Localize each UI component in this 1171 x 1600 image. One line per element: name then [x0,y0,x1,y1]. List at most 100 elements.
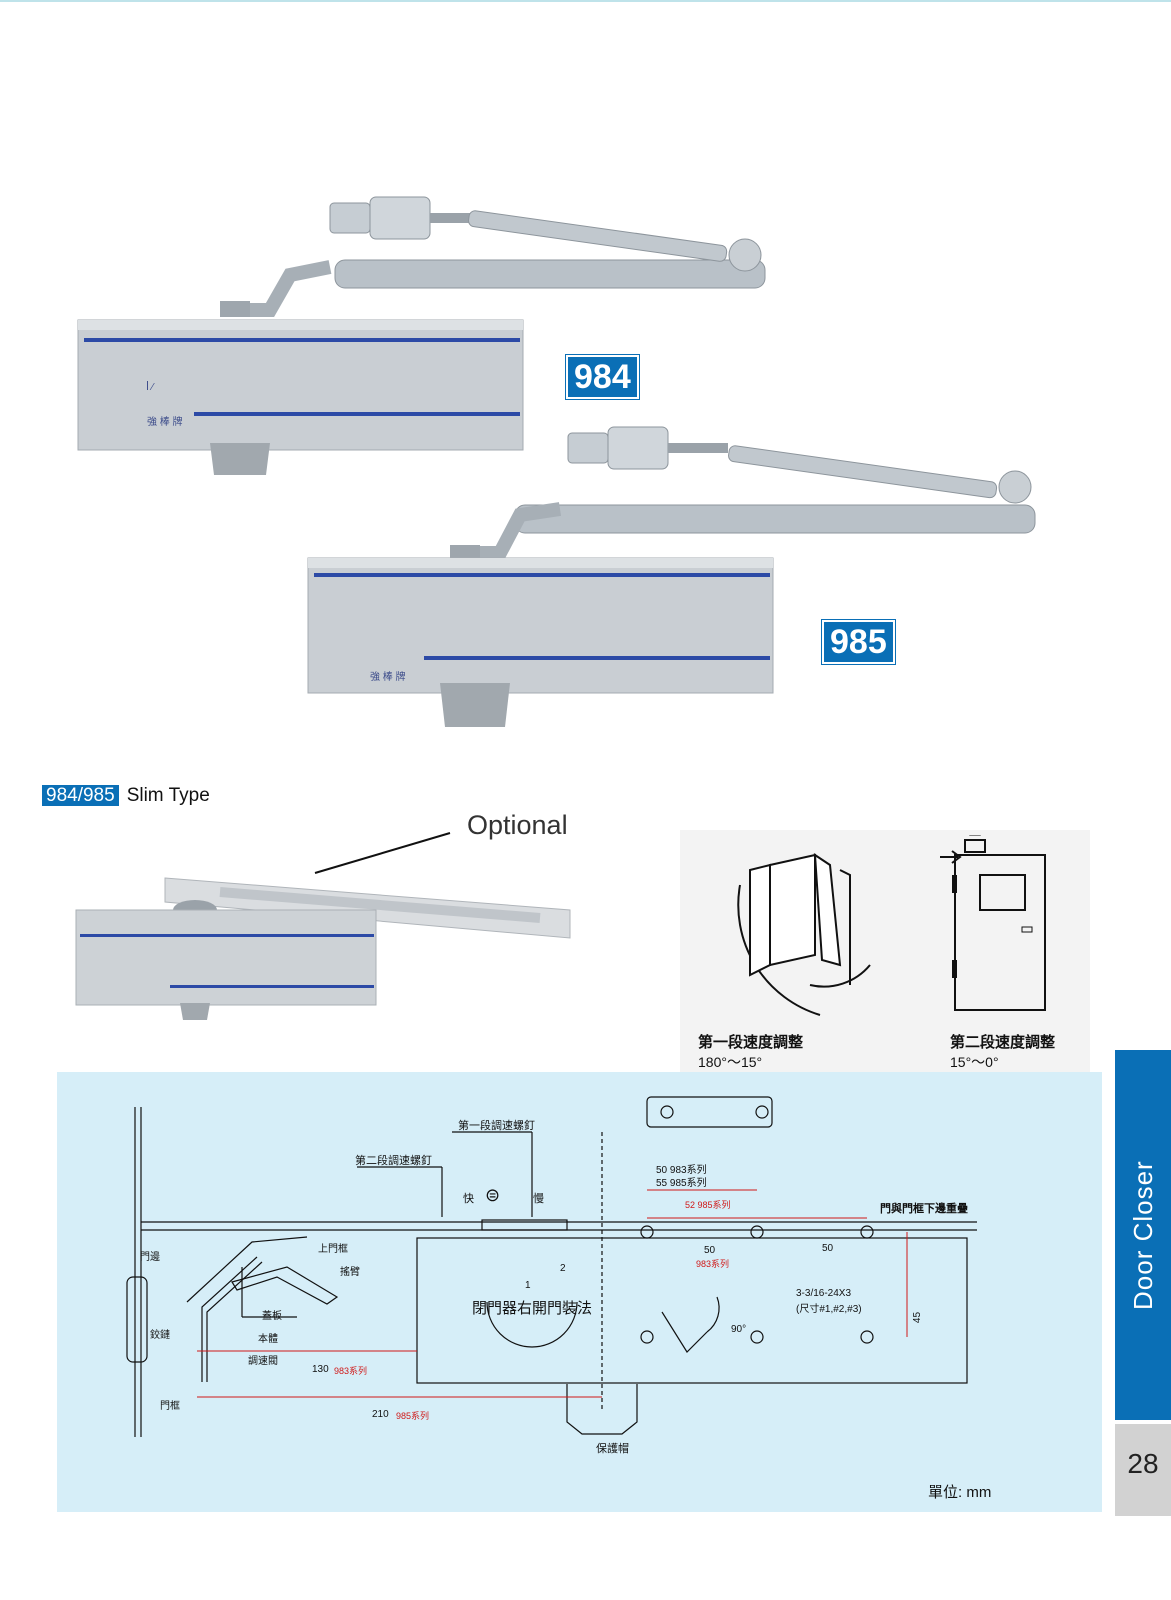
hinge-top-icon [952,875,957,893]
overlap-label: 門與門框下邊重疊 [880,1203,968,1215]
second-screw-label: 第二段調速螺釘 [355,1155,432,1167]
mount-hole [860,1330,874,1344]
slim-type-label: Slim Type [126,785,210,806]
section-side-tab-label: Door Closer [1128,1160,1158,1310]
closer-985-stripe-bottom [424,656,770,660]
mount-hole [640,1330,654,1344]
dim-52-985-label: 52 985系列 [685,1200,731,1210]
door-panel-right [813,853,842,967]
dim-50-983-label: 50 983系列 [656,1165,707,1176]
closer-984-rod [468,210,728,262]
slim-slide-arm [219,887,541,923]
mini-closer-shape [231,1266,339,1305]
dim-45-label: 45 [912,1311,924,1324]
second-speed-range: 15°～0° [950,1054,999,1070]
top-bracket-shape [646,1096,773,1128]
speed-adjust-diagram [737,835,1046,1016]
num-1-label: 1 [525,1280,531,1291]
screw-spec-label: 3-3/16-24X3 [796,1288,852,1299]
closer-984-valve-cap [210,443,270,475]
first-speed-range: 180°～15° [698,1054,763,1070]
slim-type-tag: 984/985 [42,785,119,806]
closer-985-bracket [567,432,609,464]
closer-985-valve-cap [440,683,510,727]
door-handle-icon [1021,926,1033,933]
upper-frame-label: 上門框 [318,1244,348,1255]
spindle-top [481,1219,568,1231]
fast-label: 快 [463,1193,474,1205]
installation-diagram [126,1096,977,1437]
door-frame-line [839,869,851,985]
door-front-outline [954,854,1046,1011]
closer-985-rod [728,445,998,499]
closer-984-illustration: ꟾ ⁄ [77,196,766,475]
mount-hole [750,1225,764,1239]
closer-985-clamp [607,426,669,470]
hinge-shape [126,1276,148,1363]
closer-984-logo-mark: ꟾ ⁄ [146,380,155,393]
closer-984-stripe-bottom [194,412,520,416]
dim-50-label: 50 [704,1245,716,1256]
optional-pointer-line [314,832,451,874]
closer-985-main-arm [514,504,1036,534]
install-title: 閉門器右開門裝法 [472,1300,593,1317]
slim-closer-photo [75,832,571,1020]
slim-valve-cap [180,1003,210,1020]
closer-984-body-top [78,320,523,330]
closer-985-thread [668,443,728,453]
screw-note-label: (尺寸#1,#2,#3) [796,1304,862,1315]
slim-stripe-top [80,934,374,937]
top-rule [0,0,1171,2]
speed-dial-icon: ⊜ [485,1185,501,1205]
door-panel-back [769,853,816,967]
cover-label: 蓋板 [262,1311,282,1322]
dim-50-right-label: 50 [822,1243,834,1254]
closer-984-logo-text: 強 棒 牌 [147,417,183,428]
closer-985-stripe-top [314,573,770,577]
slim-closer-body [75,909,377,1006]
mini-door-line [201,1256,258,1382]
angle-arc [706,1296,720,1333]
installation-diagram-panel [57,1072,1102,1512]
unit-label: 單位: mm [928,1484,992,1501]
second-speed-arc [809,964,871,988]
page-number: 28 [1127,1448,1159,1479]
section-side-tab [1115,1050,1171,1420]
second-speed-label: 第二段速度調整 [950,1034,1056,1051]
mini-frame-line [186,1236,308,1303]
body-label: 本體 [258,1334,278,1345]
num-2-label: 2 [560,1263,566,1274]
hinge-bottom-icon [952,960,957,978]
bracket-hole-right [755,1105,769,1119]
first-speed-label: 第一段速度調整 [698,1034,804,1051]
closer-984-clamp [369,196,431,240]
model-984-badge: 984 [566,355,639,399]
closer-984-stripe-top [84,338,520,342]
cap-shape [566,1384,638,1435]
closer-985-body-top [308,558,773,568]
dim-983-series-label: 983系列 [696,1259,730,1269]
right-arrow-icon [940,850,962,864]
dim-130-label: 130 [312,1364,329,1375]
angle-label: 90° [731,1324,747,1335]
closer-984-pivot [728,238,762,272]
closer-plan-body [416,1237,968,1384]
bracket-hole-left [660,1105,674,1119]
closer-985-illustration [307,426,1036,727]
slim-type-row: 984/985 Slim Type [42,785,210,807]
optional-label: Optional [467,810,568,840]
closer-985-body [307,557,774,694]
dim-130-series-label: 983系列 [334,1366,368,1376]
door-panel-left [749,863,771,977]
dim-210-series-label: 985系列 [396,1411,430,1421]
first-screw-label: 第一段調速螺釘 [458,1120,535,1132]
closer-985-pivot [998,470,1032,504]
dim-210-label: 210 [372,1409,389,1420]
model-985-badge: 985 [822,620,895,664]
closer-985-spindle [450,545,480,561]
arm-label: 搖臂 [340,1267,360,1278]
mount-hole [750,1330,764,1344]
door-edge-label: 門邊 [140,1252,160,1263]
hinge-label: 鉸鏈 [150,1330,170,1341]
frame-label: 門框 [160,1401,180,1412]
